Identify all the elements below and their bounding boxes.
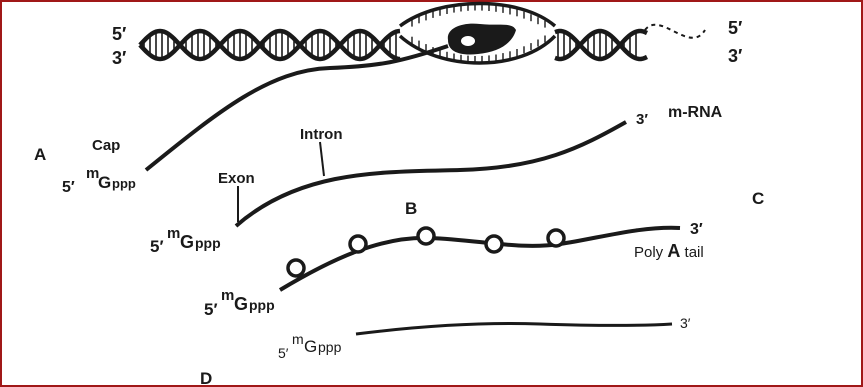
- mrna-cap-g: G: [180, 232, 194, 252]
- mature-mrna-strand: [280, 228, 680, 290]
- ribosome: [288, 260, 304, 276]
- dna-3prime-right: 3′: [728, 46, 742, 66]
- panel-d-3prime: 3′: [680, 315, 691, 331]
- intron-label: Intron: [300, 126, 343, 143]
- panel-d-cap-ppp: ppp: [318, 339, 342, 355]
- mrna-cap-ppp: ppp: [195, 235, 221, 251]
- panel-c-letter: C: [752, 189, 764, 208]
- dna-5prime-right: 5′: [728, 18, 742, 38]
- panel-b-cap-ppp: ppp: [249, 297, 275, 313]
- panel-d-letter: D: [200, 369, 212, 387]
- panel-a-letter: A: [34, 145, 46, 164]
- mrna-3prime: 3′: [636, 111, 648, 128]
- poly-a-tail-label: Poly A tail: [634, 241, 704, 261]
- panel-d-cap-m: m: [292, 331, 304, 347]
- ribosomes: [288, 228, 564, 276]
- dna-dashed-end: [645, 25, 705, 38]
- dna-3prime-left: 3′: [112, 48, 126, 68]
- panel-b-letter: B: [405, 199, 417, 218]
- panel-b-cap-g: G: [234, 294, 248, 314]
- panel-a-cap-ppp: ppp: [112, 176, 136, 191]
- rna-polymerase-hole: [461, 36, 475, 46]
- mrna-5prime: 5′: [150, 237, 164, 256]
- ribosome: [350, 236, 366, 252]
- ribosome: [548, 230, 564, 246]
- transcription-bubble-top: [400, 4, 555, 27]
- intron-pointer: [320, 142, 324, 176]
- rna-polymerase: [448, 24, 516, 55]
- ribosome: [418, 228, 434, 244]
- mrna-label: m-RNA: [668, 104, 723, 121]
- ribosome: [486, 236, 502, 252]
- dna-5prime-left: 5′: [112, 24, 126, 44]
- panel-b-5prime: 5′: [204, 300, 218, 319]
- dna-double-helix: 5′ 3′ 5′ 3′: [112, 4, 742, 69]
- degraded-mrna-strand: [356, 323, 672, 334]
- panel-a-cap-g: G: [98, 173, 111, 192]
- panel-a-5prime: 5′: [62, 179, 75, 196]
- exon-label: Exon: [218, 170, 255, 187]
- panel-b-cap-m: m: [221, 287, 234, 304]
- nascent-rna-strand: [146, 46, 448, 170]
- pre-mrna-strand: [236, 122, 626, 226]
- cap-label: Cap: [92, 137, 120, 154]
- panel-b-3prime: 3′: [690, 221, 703, 238]
- panel-d-5prime: 5′: [278, 345, 289, 361]
- mrna-cap-m: m: [167, 225, 180, 242]
- panel-d-cap-g: G: [304, 337, 317, 356]
